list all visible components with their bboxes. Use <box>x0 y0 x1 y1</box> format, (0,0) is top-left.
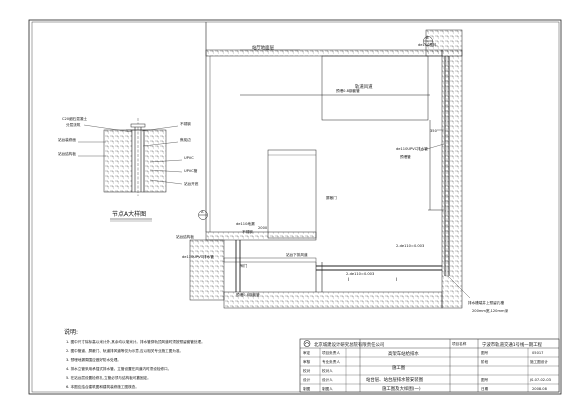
stage-label: 阶段 <box>481 359 489 364</box>
note-item: 3. 预埋地漏周围应做好防水处理。 <box>66 357 121 362</box>
role-label: 审定 <box>303 350 311 355</box>
drawing-name-2: 施工图及大样图(一) <box>382 385 421 392</box>
node-b-label: B <box>426 36 429 40</box>
note-item: 1. 图中尺寸除标高以米计外,其余均以毫米计。排水管穿轨顶风道时须按预留套管处理… <box>66 339 205 344</box>
date: 2008.08 <box>532 387 548 391</box>
label-door: 屏蔽门 <box>326 195 337 200</box>
drawing-no-label: 图号 <box>481 377 489 382</box>
svg-text:I: I <box>348 277 349 283</box>
design-no-label: 图号 <box>481 350 489 355</box>
label-dn-pipe-2: 2-de110=0.003 <box>346 272 374 276</box>
label-note-2: 200mm宽,120mm深 <box>472 308 508 313</box>
note-item: 4. 排水立管采用承插式排水管。立管设置在风道内时须设检修口。 <box>66 366 171 371</box>
drawing-no: JS-07-02-03 <box>529 378 551 382</box>
label-platform-slab-2: 站台结构板 <box>176 234 194 239</box>
label-platform-finish: 站台装修面 <box>58 137 76 142</box>
label-fire-pipe: 预埋0.8钢套管 <box>336 88 360 93</box>
label-note-1: 排水槽端井上预留孔槽 <box>468 300 504 305</box>
label-prebuilt: 预埋管 <box>400 154 411 159</box>
label-floor-drain: de110地漏 <box>236 221 255 226</box>
role-name: 设计人 <box>322 377 333 382</box>
label-dn-pipe: 2-de110=0.003 <box>396 244 424 248</box>
label-platform-slab: 站台结构板 <box>58 151 76 156</box>
drawing-border <box>28 19 562 395</box>
role-name: 项目负责人 <box>322 350 340 355</box>
subtitle-2: 施工图 <box>392 364 406 371</box>
project-name: 宁波市轨道交通1号线一期工程 <box>482 341 542 348</box>
role-name: 制图人 <box>322 386 333 391</box>
svg-text:I: I <box>396 277 397 283</box>
notes-heading: 说明: <box>64 328 78 336</box>
label-steel-net: 不锈钢 <box>242 229 253 234</box>
label-upvc-pipe: UPVC管 <box>184 168 198 173</box>
node-a-label: A <box>201 210 204 214</box>
role-label: 制图 <box>303 386 311 391</box>
node-a-marker <box>198 210 208 220</box>
label-wind-room: 轨道风道 <box>355 83 373 90</box>
role-label: 校对 <box>303 368 311 373</box>
label-under-duct: 站台下排风道 <box>286 252 308 257</box>
label-pipe-top: de110塑料 <box>418 42 437 47</box>
main-section: 轨道风道 预埋0.8钢套管 站厅地面层 de110塑料 B 350 de110U… <box>176 22 508 313</box>
label-platform-open: 站台开底 <box>184 181 199 186</box>
note-item: 6. 本图应结合建筑图和建筑装修施工图核查。 <box>66 384 139 389</box>
role-name: 专业负责人 <box>322 359 340 364</box>
note-item: 2. 图中管道、屏蔽门、轨道排风道等仅为示意,应以相关专业施工图为准。 <box>66 348 183 353</box>
design-no: 05017 <box>532 351 543 355</box>
detail-title: 节点A大样图 <box>112 210 146 218</box>
project-label: 项目名称 <box>452 341 467 346</box>
notes-block: 说明: 1. 图中尺寸除标高以米计外,其余均以毫米计。排水管穿轨顶风道时须按预留… <box>64 328 205 389</box>
label-d110-upvc: de110UPVC排水管 <box>396 146 428 151</box>
node-b-marker <box>423 36 433 46</box>
company-name: 北京城建设计研究总院有限责任公司 <box>314 341 384 348</box>
title-block: 北京城建设计研究总院有限责任公司 项目名称 宁波市轨道交通1号线一期工程 审定 … <box>299 338 560 393</box>
label-ground: 站厅地面层 <box>252 44 275 51</box>
role-label: 设计 <box>303 377 311 382</box>
company-logo <box>303 340 311 347</box>
date-label: 日期 <box>481 386 489 391</box>
role-name: 校对人 <box>322 368 333 373</box>
label-upvc: UPVC <box>184 156 194 160</box>
note-item: 5. 在站台层设置检修孔,立管必须与结构板可靠固定。 <box>66 375 151 380</box>
dim-350: 350 <box>430 129 438 133</box>
stage: 施工图设计 <box>530 359 548 364</box>
dim-2000: 2000 <box>258 226 268 230</box>
label-coke: 焦炭边 <box>180 137 191 142</box>
subtitle: 高架车站给排水 <box>388 350 419 357</box>
label-corner-pipe: de110UPVC排水管 <box>182 254 214 259</box>
node-a-detail: C20细石混凝土 分层浇筑 站台装修面 站台结构板 不锈钢 焦炭边 UPVC U… <box>58 116 199 222</box>
drawing-name: 站台层、站台层排水管安装图 <box>366 376 424 383</box>
role-label: 审核 <box>303 359 311 364</box>
label-layer: 分层浇筑 <box>66 122 81 127</box>
label-stainless: 不锈钢 <box>180 121 191 126</box>
label-c20: C20细石混凝土 <box>62 116 87 121</box>
label-valve: 阀门 <box>240 263 248 268</box>
